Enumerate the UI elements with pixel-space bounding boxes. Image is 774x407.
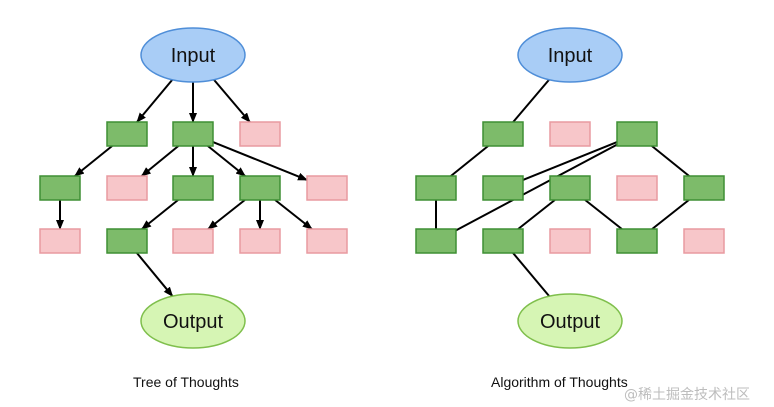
aot-input-label: Input: [548, 45, 593, 67]
tot-thought-node-good: [39, 175, 81, 201]
tot-thought-node-good: [172, 121, 214, 147]
aot-edge: [517, 199, 556, 230]
tot-edge: [141, 199, 179, 230]
tot-edge: [136, 79, 174, 123]
aot-thought-node-bad: [683, 228, 725, 254]
aot-edge: [450, 145, 489, 177]
tot-edge: [136, 252, 174, 297]
aot-edge: [522, 141, 618, 181]
tree-of-thoughts-caption: Tree of Thoughts: [133, 374, 239, 390]
aot-thought-node-bad: [549, 121, 591, 147]
aot-input-node: [517, 27, 623, 83]
aot-thought-node-good: [482, 175, 524, 201]
tot-thought-node-good: [239, 175, 281, 201]
tot-edge: [212, 141, 308, 181]
aot-output-label: Output: [540, 311, 600, 333]
tot-thought-node-good: [106, 121, 148, 147]
tot-thought-node-bad: [239, 121, 281, 147]
aot-thought-node-good: [549, 175, 591, 201]
aot-output-node: [517, 293, 623, 349]
aot-thought-node-good: [482, 228, 524, 254]
tot-thought-node-bad: [39, 228, 81, 254]
aot-thought-node-good: [616, 228, 658, 254]
aot-edge: [512, 252, 551, 297]
aot-thought-node-good: [616, 121, 658, 147]
aot-edge: [651, 199, 690, 230]
tot-edge: [74, 145, 113, 177]
algorithm-of-thoughts-caption: Algorithm of Thoughts: [491, 374, 628, 390]
tot-output-node: [140, 293, 246, 349]
tot-thought-node-bad: [306, 175, 348, 201]
tot-thought-node-good: [106, 228, 148, 254]
aot-edge: [584, 199, 623, 230]
tot-thought-node-bad: [306, 228, 348, 254]
aot-thought-node-good: [482, 121, 524, 147]
aot-thought-node-bad: [616, 175, 658, 201]
tot-edge: [140, 145, 179, 177]
tot-thought-node-bad: [172, 228, 214, 254]
tot-edge: [274, 199, 313, 230]
aot-thought-node-good: [415, 175, 457, 201]
aot-edge: [512, 79, 550, 123]
aot-thought-node-bad: [549, 228, 591, 254]
tot-input-label: Input: [171, 45, 216, 67]
tot-edge: [207, 199, 246, 230]
tot-thought-node-bad: [239, 228, 281, 254]
tot-edge: [213, 79, 251, 123]
tot-thought-node-bad: [106, 175, 148, 201]
tot-input-node: [140, 27, 246, 83]
edges-layer: [56, 79, 690, 297]
aot-thought-node-good: [415, 228, 457, 254]
aot-thought-node-good: [683, 175, 725, 201]
aot-edge: [455, 143, 618, 232]
watermark: @稀土掘金技术社区: [624, 387, 750, 403]
tot-thought-node-good: [172, 175, 214, 201]
aot-edge: [651, 145, 690, 177]
tot-output-label: Output: [163, 311, 223, 333]
tot-edge: [207, 145, 246, 177]
